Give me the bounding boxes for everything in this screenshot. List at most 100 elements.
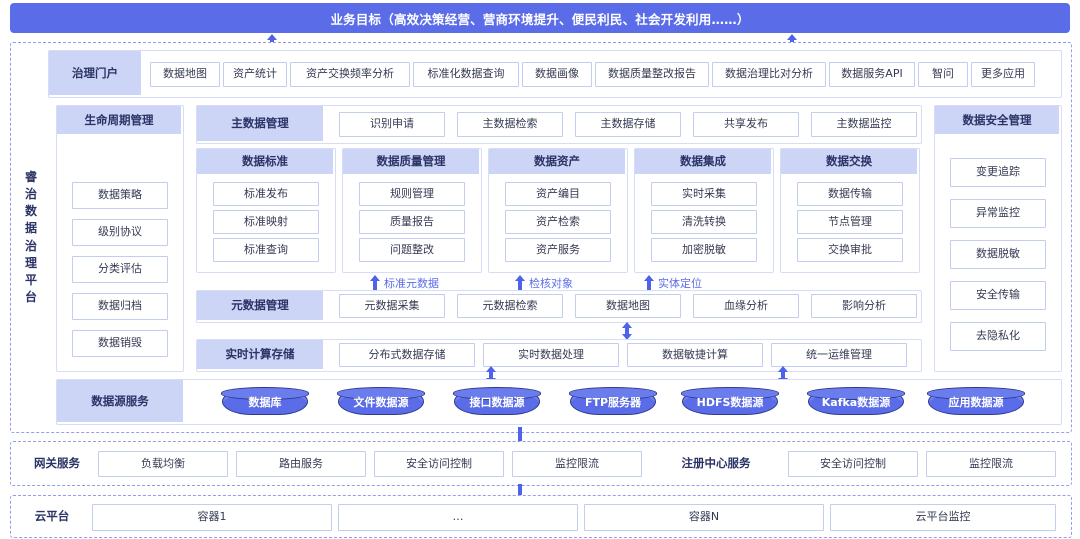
domain-item-rule-management[interactable]: 规则管理 bbox=[359, 182, 465, 206]
security-header: 数据安全管理 bbox=[935, 106, 1059, 134]
domain-item-clean-transform[interactable]: 清洗转换 bbox=[651, 210, 757, 234]
datasource-db[interactable]: 数据库 bbox=[221, 387, 309, 415]
lifecycle-item-classification[interactable]: 分类评估 bbox=[72, 256, 168, 283]
platform-name-char: 治 bbox=[24, 238, 37, 253]
platform-name-char: 治 bbox=[24, 187, 37, 202]
gateway-item-routing[interactable]: 路由服务 bbox=[236, 451, 366, 477]
lifecycle-header: 生命周期管理 bbox=[57, 106, 181, 134]
annotation-standard-metadata: 标准元数据 bbox=[384, 277, 439, 290]
annotation-entity-locate: 实体定位 bbox=[658, 277, 702, 290]
cloud-item-container-n[interactable]: 容器N bbox=[584, 504, 824, 531]
arrow-cloud-to-gateway bbox=[513, 484, 527, 501]
security-item-change-trace[interactable]: 变更追踪 bbox=[950, 158, 1046, 187]
metadata-item-search[interactable]: 元数据检索 bbox=[457, 294, 563, 318]
datasource-file[interactable]: 文件数据源 bbox=[337, 387, 425, 415]
lifecycle-item-archive[interactable]: 数据归档 bbox=[72, 293, 168, 320]
portal-app-governance-compare[interactable]: 数据治理比对分析 bbox=[712, 62, 826, 87]
platform-name-char: 据 bbox=[24, 221, 37, 236]
portal-header: 治理门户 bbox=[49, 51, 141, 95]
portal-app-asset-stats[interactable]: 资产统计 bbox=[223, 62, 287, 87]
master-data-item-store[interactable]: 主数据存储 bbox=[575, 112, 681, 137]
lifecycle-item-destroy[interactable]: 数据销毁 bbox=[72, 330, 168, 357]
realtime-header: 实时计算存储 bbox=[197, 340, 323, 369]
domain-item-encrypt-mask[interactable]: 加密脱敏 bbox=[651, 238, 757, 262]
gateway-header: 网关服务 bbox=[34, 456, 80, 470]
domain-item-standard-publish[interactable]: 标准发布 bbox=[213, 182, 319, 206]
metadata-header: 元数据管理 bbox=[197, 291, 323, 320]
business-goal-text: 业务目标（高效决策经营、营商环境提升、便民利民、社会开发利用……） bbox=[330, 11, 750, 27]
master-data-item-search[interactable]: 主数据检索 bbox=[457, 112, 563, 137]
domain-item-realtime-collect[interactable]: 实时采集 bbox=[651, 182, 757, 206]
datasource-panel bbox=[56, 379, 1062, 425]
domain-item-node-management[interactable]: 节点管理 bbox=[797, 210, 903, 234]
domain-header-exchange: 数据交换 bbox=[781, 149, 917, 174]
domain-header-assets: 数据资产 bbox=[489, 149, 625, 174]
platform-name-char: 台 bbox=[24, 289, 37, 304]
gateway-item-load-balance[interactable]: 负载均衡 bbox=[98, 451, 228, 477]
realtime-item-stream-processing[interactable]: 实时数据处理 bbox=[483, 343, 619, 367]
arrow-entity-locate bbox=[643, 275, 655, 290]
platform-name-char: 平 bbox=[24, 272, 37, 287]
business-goal-banner: 业务目标（高效决策经营、营商环境提升、便民利民、社会开发利用……） bbox=[10, 3, 1070, 33]
platform-name-vertical: 睿 治 数 据 治 理 平 台 bbox=[14, 110, 48, 365]
security-item-masking[interactable]: 数据脱敏 bbox=[950, 240, 1046, 269]
domain-item-data-transfer[interactable]: 数据传输 bbox=[797, 182, 903, 206]
lifecycle-item-data-policy[interactable]: 数据策略 bbox=[72, 182, 168, 209]
arrow-gateway-to-platform bbox=[513, 427, 527, 447]
master-data-item-monitor[interactable]: 主数据监控 bbox=[811, 112, 917, 137]
cloud-header: 云平台 bbox=[34, 509, 70, 523]
registry-item-access-control[interactable]: 安全访问控制 bbox=[788, 451, 918, 477]
portal-app-data-service-api[interactable]: 数据服务API bbox=[829, 62, 915, 87]
master-data-item-share[interactable]: 共享发布 bbox=[693, 112, 799, 137]
metadata-item-data-map[interactable]: 数据地图 bbox=[575, 294, 681, 318]
gateway-item-monitor-throttle[interactable]: 监控限流 bbox=[512, 451, 642, 477]
gateway-item-access-control[interactable]: 安全访问控制 bbox=[374, 451, 504, 477]
domain-item-asset-search[interactable]: 资产检索 bbox=[505, 210, 611, 234]
domain-header-integration: 数据集成 bbox=[635, 149, 771, 174]
arrow-check-object bbox=[514, 275, 526, 290]
realtime-item-unified-ops[interactable]: 统一运维管理 bbox=[771, 343, 907, 367]
annotation-check-object: 检核对象 bbox=[529, 277, 573, 290]
realtime-item-agile-compute[interactable]: 数据敏捷计算 bbox=[627, 343, 763, 367]
registry-header: 注册中心服务 bbox=[681, 456, 751, 470]
lifecycle-item-sla[interactable]: 级别协议 bbox=[72, 219, 168, 246]
datasource-api[interactable]: 接口数据源 bbox=[453, 387, 541, 415]
arrow-metadata-to-realtime bbox=[620, 322, 634, 340]
platform-name-char: 睿 bbox=[24, 170, 37, 185]
master-data-header: 主数据管理 bbox=[197, 106, 323, 141]
metadata-item-collect[interactable]: 元数据采集 bbox=[339, 294, 445, 318]
cloud-item-container-ellipsis[interactable]: … bbox=[338, 504, 578, 531]
metadata-item-lineage[interactable]: 血缘分析 bbox=[693, 294, 799, 318]
domain-item-exchange-approval[interactable]: 交换审批 bbox=[797, 238, 903, 262]
datasource-hdfs[interactable]: HDFS数据源 bbox=[681, 387, 779, 415]
domain-item-quality-report[interactable]: 质量报告 bbox=[359, 210, 465, 234]
security-item-secure-transfer[interactable]: 安全传输 bbox=[950, 281, 1046, 310]
domain-header-quality: 数据质量管理 bbox=[343, 149, 479, 174]
master-data-item-apply[interactable]: 识别申请 bbox=[339, 112, 445, 137]
portal-app-standard-query[interactable]: 标准化数据查询 bbox=[413, 62, 519, 87]
registry-item-monitor-throttle[interactable]: 监控限流 bbox=[926, 451, 1056, 477]
cloud-item-cloud-monitor[interactable]: 云平台监控 bbox=[830, 504, 1056, 531]
datasource-ftp[interactable]: FTP服务器 bbox=[569, 387, 657, 415]
portal-app-data-profile[interactable]: 数据画像 bbox=[522, 62, 592, 87]
portal-app-smart-ask[interactable]: 智问 bbox=[918, 62, 968, 87]
domain-item-issue-fix[interactable]: 问题整改 bbox=[359, 238, 465, 262]
datasource-kafka[interactable]: Kafka数据源 bbox=[807, 387, 905, 415]
cloud-item-container-1[interactable]: 容器1 bbox=[92, 504, 332, 531]
domain-header-standards: 数据标准 bbox=[197, 149, 333, 174]
metadata-item-impact[interactable]: 影响分析 bbox=[811, 294, 917, 318]
platform-name-char: 理 bbox=[24, 255, 37, 270]
portal-app-more[interactable]: 更多应用 bbox=[971, 62, 1035, 87]
domain-item-standard-query[interactable]: 标准查询 bbox=[213, 238, 319, 262]
domain-item-standard-mapping[interactable]: 标准映射 bbox=[213, 210, 319, 234]
domain-item-asset-catalog[interactable]: 资产编目 bbox=[505, 182, 611, 206]
portal-app-exchange-frequency[interactable]: 资产交换频率分析 bbox=[290, 62, 410, 87]
datasource-app[interactable]: 应用数据源 bbox=[927, 387, 1025, 415]
portal-app-quality-report[interactable]: 数据质量整改报告 bbox=[595, 62, 709, 87]
security-item-de-identify[interactable]: 去隐私化 bbox=[950, 322, 1046, 351]
security-item-anomaly-monitor[interactable]: 异常监控 bbox=[950, 199, 1046, 228]
portal-app-data-map[interactable]: 数据地图 bbox=[150, 62, 220, 87]
domain-item-asset-service[interactable]: 资产服务 bbox=[505, 238, 611, 262]
realtime-item-distributed-storage[interactable]: 分布式数据存储 bbox=[339, 343, 475, 367]
